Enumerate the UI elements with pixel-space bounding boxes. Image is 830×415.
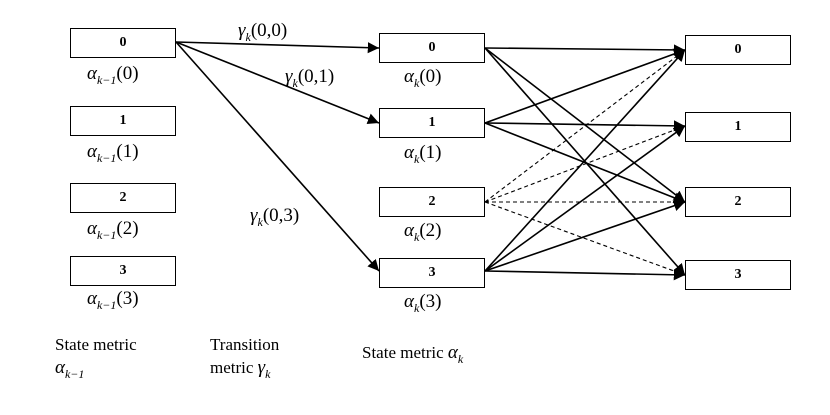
transition-edge-0-to-0: [484, 44, 686, 56]
transition-edge-3-to-1: [484, 125, 686, 272]
curr-state-box-3: 3: [379, 258, 485, 288]
caption-state-metric-prev: State metric αk−1: [55, 335, 137, 381]
transition-edge-3-to-3: [484, 269, 686, 281]
transition-edge-2-to-1: [484, 125, 686, 203]
transition-edge-3-to-2: [484, 200, 686, 272]
transition-edge-1-to-1: [484, 120, 686, 132]
prev-state-box-1: 1: [70, 106, 176, 136]
curr-state-label: 1: [428, 115, 436, 130]
alpha-prev-label-1: αk−1(1): [87, 141, 139, 165]
alpha-label-1: αk(1): [404, 142, 442, 166]
caption-transition-metric: Transition metric γk: [210, 335, 280, 381]
alpha-label-0: αk(0): [404, 66, 442, 90]
alpha-prev-label-3: αk−1(3): [87, 288, 139, 312]
transition-edge-prev0-to-0: [175, 41, 380, 54]
next-state-label: 3: [734, 267, 742, 282]
prev-state-label: 2: [119, 190, 127, 205]
next-state-box-0: 0: [685, 35, 791, 65]
next-state-box-3: 3: [685, 260, 791, 290]
prev-state-box-2: 2: [70, 183, 176, 213]
transition-edge-prev0-to-3: [175, 41, 380, 272]
curr-state-box-0: 0: [379, 33, 485, 63]
transition-edge-1-to-0: [484, 48, 686, 124]
curr-state-label: 3: [428, 265, 436, 280]
alpha-prev-label-2: αk−1(2): [87, 218, 139, 242]
curr-state-label: 0: [428, 40, 436, 55]
prev-state-box-3: 3: [70, 256, 176, 286]
next-state-box-1: 1: [685, 112, 791, 142]
prev-state-label: 3: [119, 263, 127, 278]
gamma-label-03: γk(0,3): [250, 205, 300, 229]
transition-edge-2-to-3: [484, 201, 686, 276]
transition-edge-3-to-0: [484, 49, 686, 272]
next-state-label: 0: [734, 42, 742, 57]
next-state-label: 2: [734, 194, 742, 209]
curr-state-box-1: 1: [379, 108, 485, 138]
prev-state-box-0: 0: [70, 28, 176, 58]
caption-state-metric-curr: State metric αk: [362, 342, 464, 366]
alpha-prev-label-0: αk−1(0): [87, 63, 139, 87]
prev-state-label: 0: [119, 35, 127, 50]
curr-state-box-2: 2: [379, 187, 485, 217]
transition-edge-1-to-2: [484, 122, 686, 204]
prev-state-label: 1: [119, 113, 127, 128]
gamma-label-01: γk(0,1): [285, 66, 335, 90]
next-state-label: 1: [734, 119, 742, 134]
gamma-label-00: γk(0,0): [238, 20, 288, 44]
transition-edge-prev0-to-1: [175, 41, 380, 125]
curr-state-label: 2: [428, 194, 436, 209]
alpha-label-3: αk(3): [404, 291, 442, 315]
next-state-box-2: 2: [685, 187, 791, 217]
alpha-label-2: αk(2): [404, 220, 442, 244]
